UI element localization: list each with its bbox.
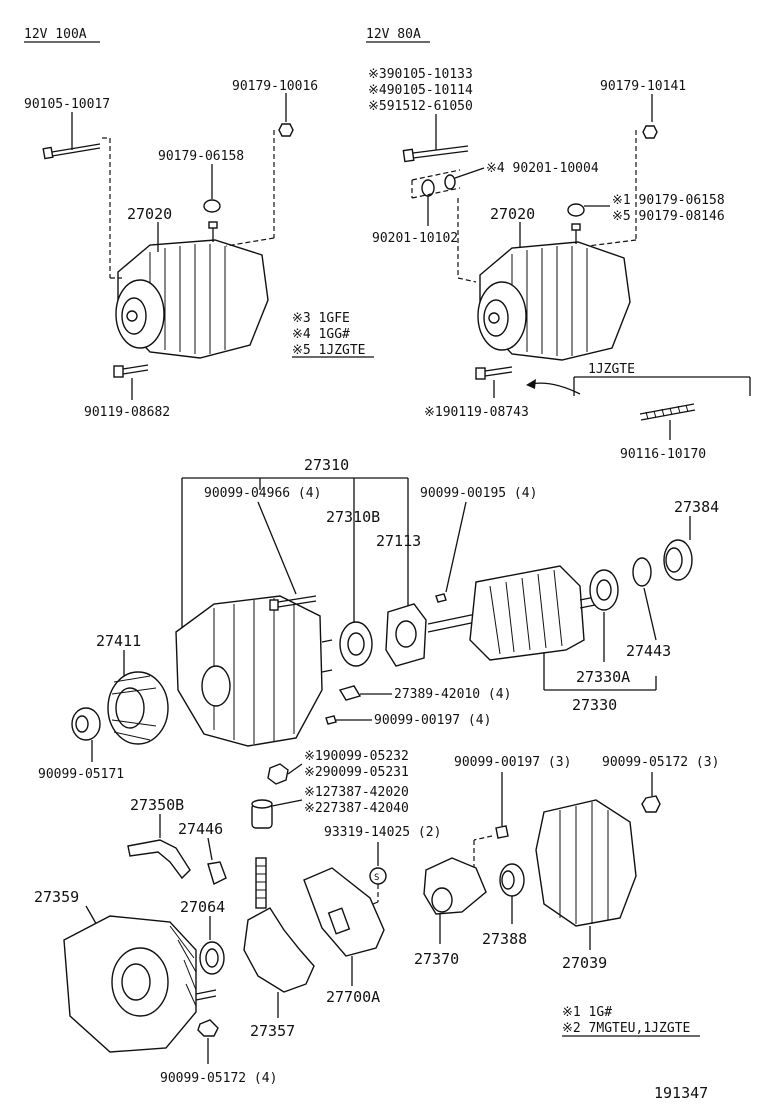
- label-r-bolt-1: ※390105-10133: [368, 67, 473, 82]
- screw-90099-00197-4: [325, 715, 337, 725]
- seal-27064: [199, 941, 225, 975]
- rear-frame-27359: [63, 915, 217, 1053]
- bolt-90119-08743: [475, 366, 513, 380]
- label-27388: 27388: [482, 930, 527, 948]
- drive-end-frame: [175, 595, 333, 747]
- nut-90099-05172-4: [197, 1019, 219, 1037]
- bolt-90099-04966: [269, 595, 317, 611]
- bolt-90119-08682: [113, 364, 149, 378]
- label-27064: 27064: [180, 898, 225, 916]
- label-90105-10017: 90105-10017: [24, 97, 110, 112]
- label-27310: 27310: [304, 456, 349, 474]
- brush-holder-27357: [243, 857, 315, 993]
- nut-90179-10016: [278, 123, 294, 137]
- rear-cover-27039: [535, 799, 637, 927]
- label-90099-00195: 90099-00195 (4): [420, 486, 537, 501]
- bolt-right-top: [402, 145, 469, 163]
- label-90099-05171: 90099-05171: [38, 767, 124, 782]
- bearing-27310b: [339, 621, 373, 667]
- label-27387-42040: ※227387-42040: [304, 801, 409, 816]
- screw-90099-00197-3: [495, 825, 509, 839]
- label-27446: 27446: [178, 820, 223, 838]
- rectifier-27370: [423, 857, 487, 915]
- pulley-27411: [107, 671, 169, 745]
- bolt-90105-10017: [42, 143, 101, 160]
- clip-27446: [207, 861, 227, 885]
- rotor-27330: [427, 565, 601, 661]
- legend-1: ※1 1G#: [562, 1005, 612, 1020]
- label-27350b: 27350B: [130, 796, 184, 814]
- label-r-nut-1: ※1 90179-06158: [612, 193, 725, 208]
- label-27357: 27357: [250, 1022, 295, 1040]
- bushing-27388: [499, 863, 525, 897]
- nut-90099-05232: [267, 763, 289, 785]
- label-1jzgte: 1JZGTE: [588, 362, 635, 377]
- washer-27443: [632, 557, 652, 587]
- alternator-left: [115, 221, 269, 359]
- label-90099-05172-3: 90099-05172 (3): [602, 755, 719, 770]
- label-90179-10016: 90179-10016: [232, 79, 318, 94]
- screw-90099-00195: [435, 593, 447, 603]
- alternator-right: [477, 223, 631, 361]
- nut-90099-05172-3: [641, 795, 661, 813]
- label-27370: 27370: [414, 950, 459, 968]
- label-27330a: 27330A: [576, 668, 630, 686]
- nut-90099-05171: [71, 707, 101, 741]
- label-27330: 27330: [572, 696, 617, 714]
- stud-90116-10170: [639, 403, 696, 421]
- label-27020-right: 27020: [490, 205, 535, 223]
- variant-label-right: 12V 80A: [366, 27, 421, 42]
- label-27359: 27359: [34, 888, 79, 906]
- variant-label-left: 12V 100A: [24, 27, 87, 42]
- label-90099-00197-3: 90099-00197 (3): [454, 755, 571, 770]
- label-90099-05172-4: 90099-05172 (4): [160, 1071, 277, 1086]
- cover-27384: [663, 539, 693, 581]
- insulator-27389: [338, 685, 362, 701]
- label-90116-10170: 90116-10170: [620, 447, 706, 462]
- nut-90179-06158-left: [203, 199, 221, 213]
- legend-2: ※2 7MGTEU,1JZGTE: [562, 1021, 690, 1036]
- nut-right-side: [567, 203, 585, 217]
- label-27387-42020: ※127387-42020: [304, 785, 409, 800]
- label-27384: 27384: [674, 498, 719, 516]
- label-90201-10004: ※4 90201-10004: [486, 161, 599, 176]
- label-27020-left: 27020: [127, 205, 172, 223]
- label-27039: 27039: [562, 954, 607, 972]
- label-27443: 27443: [626, 642, 671, 660]
- nut-90179-10141: [642, 125, 658, 139]
- label-90099-05231: ※290099-05231: [304, 765, 409, 780]
- label-r-nut-2: ※5 90179-08146: [612, 209, 725, 224]
- arrow-head: [526, 379, 536, 389]
- note-4: ※4 1GG#: [292, 327, 350, 342]
- label-27700a: 27700A: [326, 988, 380, 1006]
- figure-number: 191347: [654, 1084, 708, 1102]
- label-90119-08682: 90119-08682: [84, 405, 170, 420]
- note-3: ※3 1GFE: [292, 311, 350, 326]
- label-27411: 27411: [96, 632, 141, 650]
- label-r-bolt-2: ※490105-10114: [368, 83, 473, 98]
- label-r-bolt-3: ※591512-61050: [368, 99, 473, 114]
- label-27113: 27113: [376, 532, 421, 550]
- washer-90201-10004: [444, 174, 456, 190]
- label-27389-42010: 27389-42010 (4): [394, 687, 511, 702]
- regulator-27700a: [303, 867, 385, 957]
- label-90119-08743: ※190119-08743: [424, 405, 529, 420]
- terminal-27350b: [127, 839, 191, 880]
- label-90099-05232: ※190099-05232: [304, 749, 409, 764]
- screw-s-mark: S: [374, 873, 379, 883]
- label-90099-00197-4: 90099-00197 (4): [374, 713, 491, 728]
- terminal-insulator-27387: [251, 799, 273, 829]
- note-5: ※5 1JZGTE: [292, 343, 366, 358]
- label-93319: 93319-14025 (2): [324, 825, 441, 840]
- label-27310b: 27310B: [326, 508, 380, 526]
- label-90179-10141: 90179-10141: [600, 79, 686, 94]
- label-90179-06158-left: 90179-06158: [158, 149, 244, 164]
- label-90099-04966: 90099-04966 (4): [204, 486, 321, 501]
- bearing-27330a: [589, 569, 619, 611]
- label-90201-10102: 90201-10102: [372, 231, 458, 246]
